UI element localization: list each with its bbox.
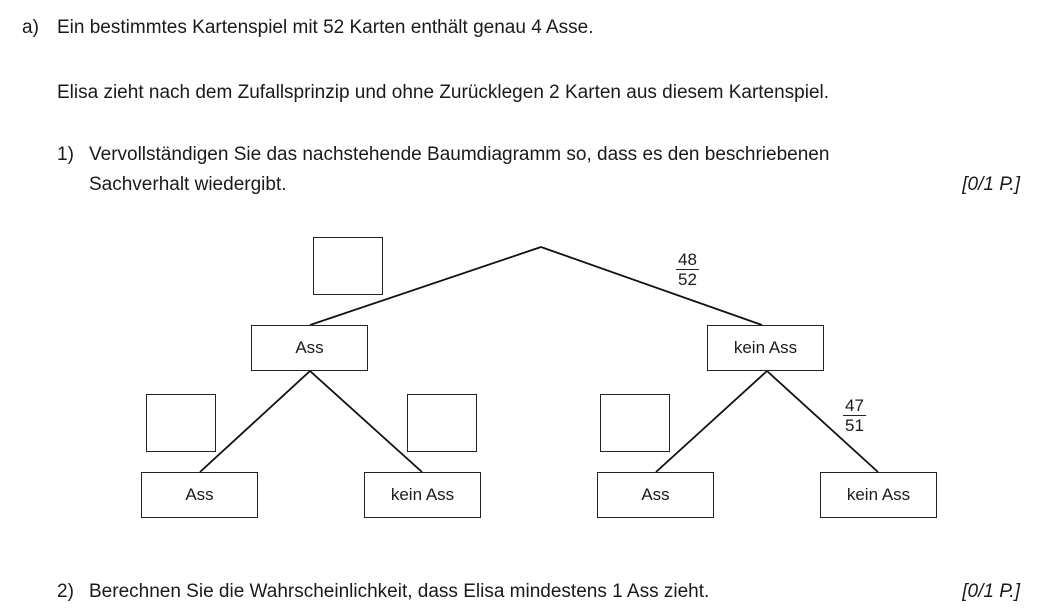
node-level2-kein-ass-ass: Ass — [597, 472, 714, 518]
prob-denominator: 51 — [845, 416, 864, 435]
branch-root-right — [540, 246, 763, 326]
branch-left-right — [309, 370, 423, 473]
subtask2-label: 2) — [57, 581, 74, 602]
branch-right-right — [766, 370, 879, 473]
answer-box-root-left[interactable] — [313, 237, 383, 295]
node-level2-kein-ass-kein-ass: kein Ass — [820, 472, 937, 518]
node-level1-ass: Ass — [251, 325, 368, 371]
task-label: a) — [22, 17, 39, 38]
prob-numerator: 48 — [676, 250, 699, 270]
subtask1-points: [0/1 P.] — [962, 174, 1020, 195]
node-level2-ass-kein-ass: kein Ass — [364, 472, 481, 518]
prob-denominator: 52 — [678, 270, 697, 289]
node-level1-kein-ass: kein Ass — [707, 325, 824, 371]
subtask2-text: Berechnen Sie die Wahrscheinlichkeit, da… — [89, 581, 710, 602]
subtask1-line2: Sachverhalt wiedergibt. — [89, 174, 287, 195]
branch-root-left — [309, 246, 542, 326]
node-level2-ass-ass: Ass — [141, 472, 258, 518]
task-intro: Ein bestimmtes Kartenspiel mit 52 Karten… — [57, 17, 594, 38]
prob-root-right: 48 52 — [676, 250, 699, 289]
subtask1-line1: Vervollständigen Sie das nachstehende Ba… — [89, 144, 830, 165]
prob-numerator: 47 — [843, 396, 866, 416]
branch-right-left — [655, 370, 768, 473]
prob-right-right: 47 51 — [843, 396, 866, 435]
answer-box-left-right[interactable] — [407, 394, 477, 452]
subtask2-points: [0/1 P.] — [962, 581, 1020, 602]
task-setup: Elisa zieht nach dem Zufallsprinzip und … — [57, 82, 830, 103]
answer-box-left-left[interactable] — [146, 394, 216, 452]
answer-box-right-left[interactable] — [600, 394, 670, 452]
branch-left-left — [199, 370, 311, 473]
subtask1-label: 1) — [57, 144, 74, 165]
